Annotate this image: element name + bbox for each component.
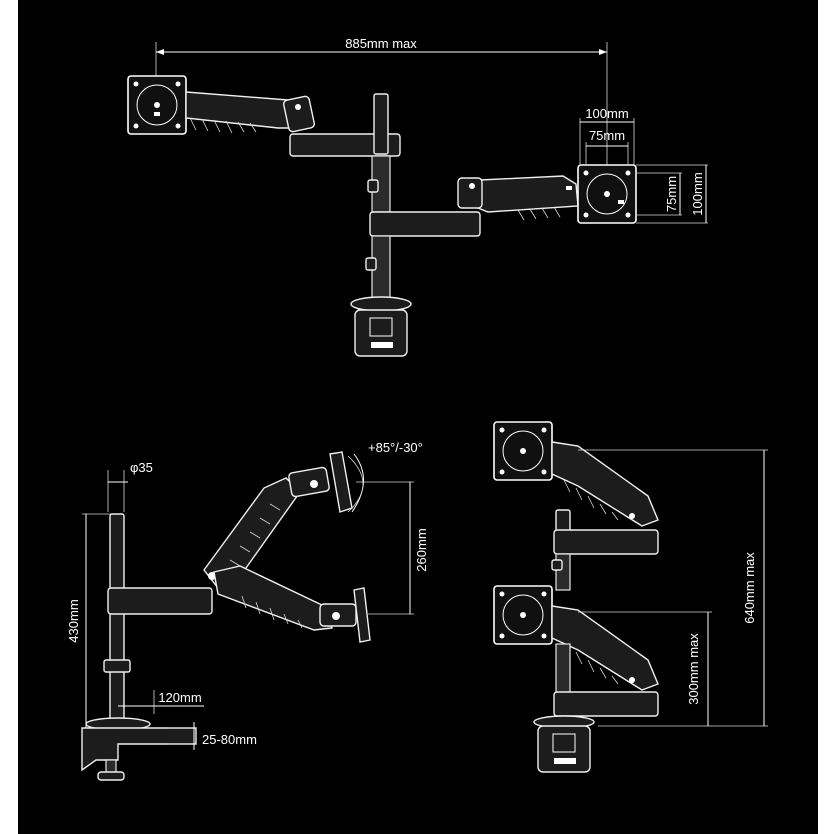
dim-desk-thickness: 25-80mm: [202, 732, 257, 747]
diagram-canvas: 885mm max: [18, 0, 818, 834]
side-view: φ35 430mm 120mm 25-80mm: [66, 440, 429, 781]
dim-vesa-height-100: 100mm: [690, 172, 705, 215]
monitor-arm-dimension-diagram: 885mm max: [66, 36, 768, 781]
dim-width-max: 885mm max: [345, 36, 417, 51]
dim-vesa-width-75: 75mm: [589, 128, 625, 143]
top-view: 885mm max: [127, 36, 708, 357]
dim-tilt-range: +85°/-30°: [368, 440, 423, 455]
dim-height-adjust: 260mm: [414, 528, 429, 571]
dim-lower-height-max: 300mm max: [686, 633, 701, 705]
dim-total-height-max: 640mm max: [742, 552, 757, 624]
stacked-view: 640mm max 300mm max: [493, 421, 768, 773]
dim-vesa-width-100: 100mm: [585, 106, 628, 121]
dim-pole-height: 430mm: [66, 599, 81, 642]
dim-clamp-depth: 120mm: [158, 690, 201, 705]
pole: [373, 93, 389, 155]
dim-vesa-height-75: 75mm: [664, 176, 679, 212]
dim-pole-diameter: φ35: [130, 460, 153, 475]
